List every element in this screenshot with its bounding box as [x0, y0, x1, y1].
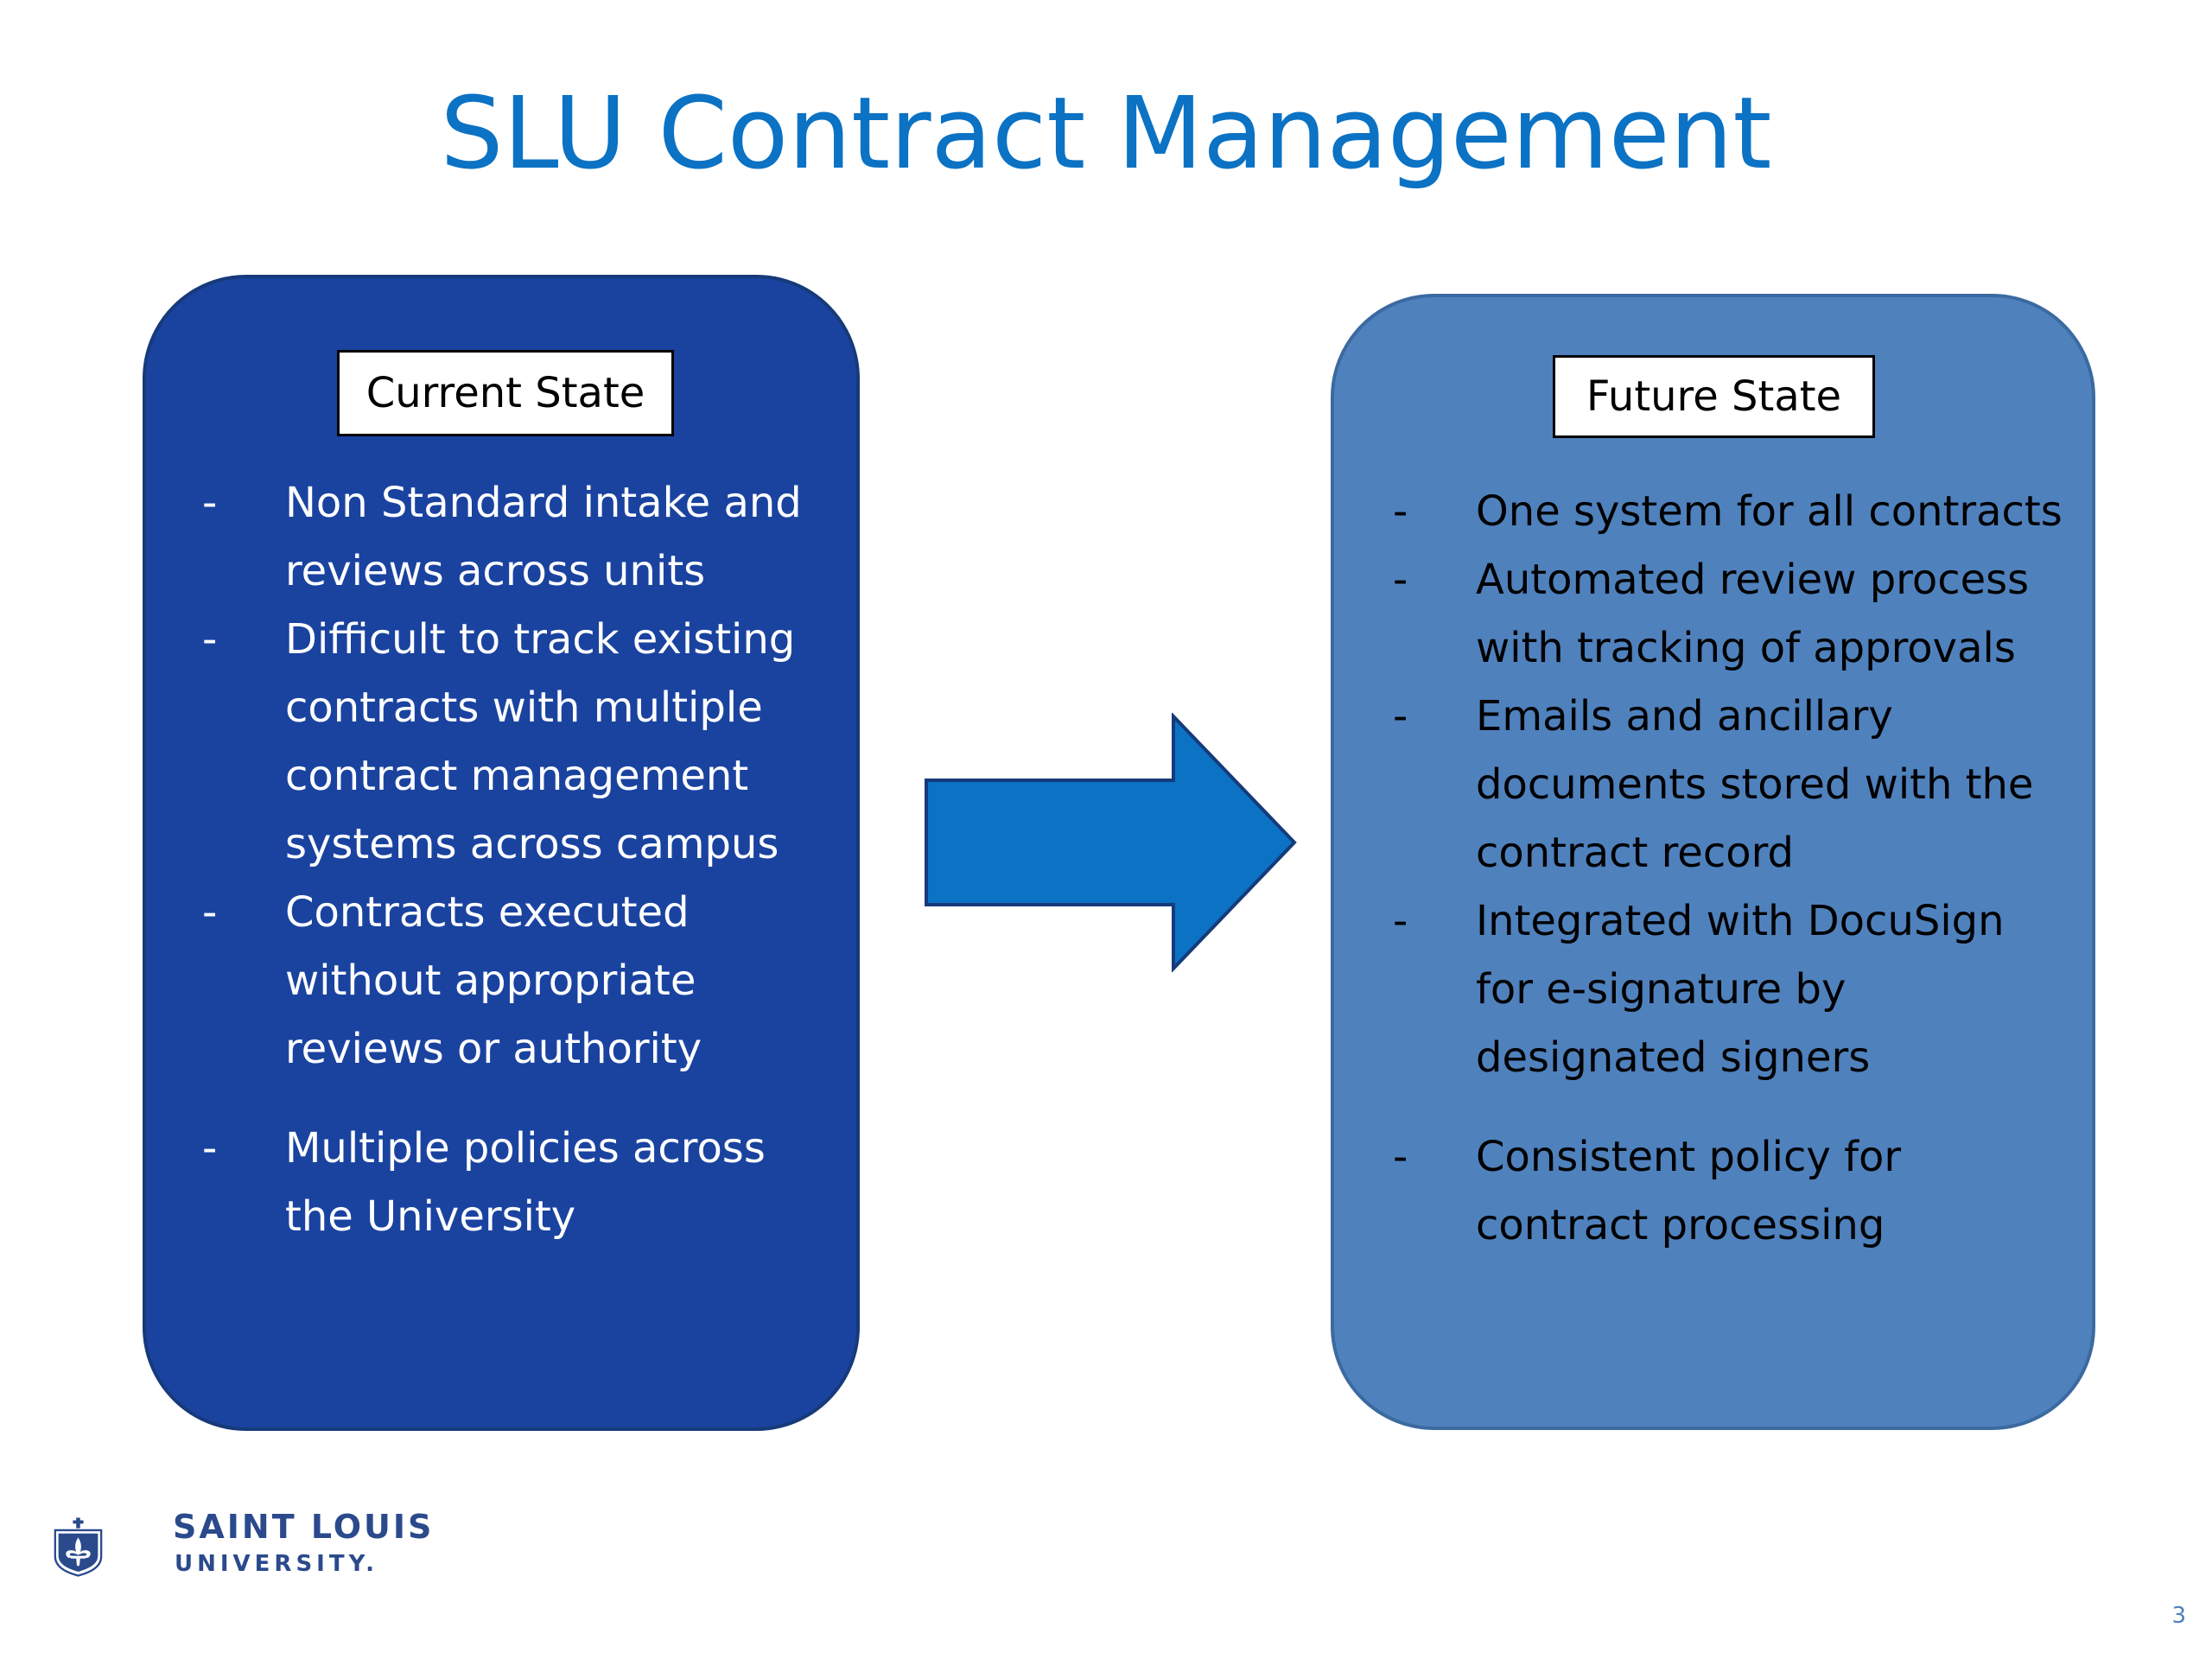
bullet-line: Non Standard intake and	[285, 479, 802, 527]
bullet-line: Integrated with DocuSign	[1476, 897, 2005, 945]
university-subname: UNIVERSITY.	[175, 1551, 378, 1577]
bullet-dash: -	[1393, 897, 1408, 945]
page-number: 3	[2171, 1603, 2186, 1629]
bullet-line: Consistent policy for	[1476, 1133, 1902, 1181]
bullet-dash: -	[1393, 487, 1408, 536]
bullet-line: reviews or authority	[285, 1025, 702, 1073]
right-arrow-icon	[925, 713, 1297, 972]
current-state-item: - Non Standard intake and reviews across…	[202, 469, 847, 606]
bullet-dash: -	[202, 479, 218, 527]
bullet-line: designated signers	[1476, 1033, 1871, 1082]
bullet-line: Contracts executed	[285, 888, 690, 937]
bullet-line: Difficult to track existing	[285, 615, 796, 664]
bullet-line: contract management	[285, 752, 749, 800]
slide-title: SLU Contract Management	[440, 76, 1772, 192]
future-state-item: - Integrated with DocuSign for e-signatu…	[1393, 887, 2081, 1092]
bullet-line: the University	[285, 1192, 576, 1241]
bullet-dash: -	[1393, 556, 1408, 604]
bullet-line: reviews across units	[285, 547, 706, 595]
future-state-panel	[1331, 294, 2095, 1430]
bullet-dash: -	[1393, 692, 1408, 741]
bullet-dash: -	[202, 888, 218, 937]
current-state-item: - Multiple policies across the Universit…	[202, 1115, 847, 1251]
university-name: SAINT LOUIS	[173, 1508, 435, 1546]
bullet-dash: -	[202, 1124, 218, 1173]
current-state-item: - Contracts executed without appropriate…	[202, 879, 847, 1084]
bullet-line: with tracking of approvals	[1476, 624, 2016, 672]
bullet-line: systems across campus	[285, 820, 779, 868]
current-state-item: - Difficult to track existing contracts …	[202, 606, 847, 879]
fleur-de-lis-shield-icon	[54, 1517, 103, 1577]
bullet-dash: -	[1393, 1133, 1408, 1181]
future-state-item: - Emails and ancillary documents stored …	[1393, 683, 2081, 887]
bullet-line: contract record	[1476, 829, 1794, 877]
future-state-item: - One system for all contracts	[1393, 478, 2081, 546]
bullet-line: for e-signature by	[1476, 965, 1847, 1014]
future-state-item: - Consistent policy for contract process…	[1393, 1123, 2081, 1260]
bullet-line: Multiple policies across	[285, 1124, 766, 1173]
current-state-label: Current State	[337, 350, 674, 436]
bullet-dash: -	[202, 615, 218, 664]
current-state-list: - Non Standard intake and reviews across…	[202, 469, 847, 1251]
bullet-line: documents stored with the	[1476, 760, 2034, 809]
bullet-line: Automated review process	[1476, 556, 2030, 604]
current-state-panel	[143, 275, 860, 1431]
bullet-line: contract processing	[1476, 1201, 1885, 1249]
bullet-line: Emails and ancillary	[1476, 692, 1893, 741]
future-state-item: - Automated review process with tracking…	[1393, 546, 2081, 683]
bullet-line: One system for all contracts	[1476, 487, 2063, 536]
future-state-label: Future State	[1553, 355, 1875, 438]
bullet-line: without appropriate	[285, 957, 696, 1005]
future-state-list: - One system for all contracts - Automat…	[1393, 478, 2081, 1260]
bullet-line: contracts with multiple	[285, 683, 763, 732]
